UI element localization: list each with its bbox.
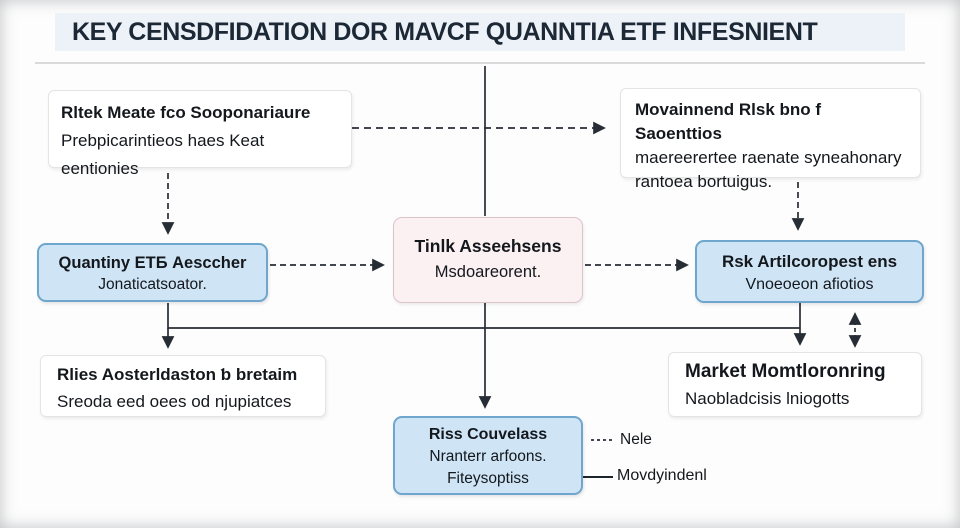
node-mid-left: Quantiny ETБ Aesccher Jonaticatsoator. [37,243,268,302]
node-subtitle: Nranterr arfoons. [429,448,547,465]
node-top-left: Rltek Meate fco Sooponariaure Prebpicari… [48,90,352,178]
node-subtitle: Naobladcisis lniogotts [685,389,850,408]
node-subtitle: maereerertee raenate syneahonary [635,148,902,167]
node-subtitle: rantoea bortuigus. [635,172,773,191]
node-bottom-right: Market Momtloronring Naobladcisis lniogo… [668,352,922,417]
node-title: Quantiny ETБ Aesccher [58,254,247,272]
legend-solid-label: Movdyindenl [617,467,707,484]
node-title: Movainnend Rlsk bno f Saoenttios [635,100,822,143]
node-subtitle: Jonaticatsoator. [98,276,207,293]
diagram-title-bar: KEY CENSDFIDATION DOR MAVCF QUANNTIA ETF… [55,13,905,51]
line-branch-rail [167,303,800,329]
legend-dashed-label: Nele [620,431,652,448]
node-top-right: Movainnend Rlsk bno f Saoenttios maereer… [620,88,921,191]
node-center: Tinlk Asseehsens Msdoareorent. [393,217,583,303]
node-title: Tinlk Asseehsens [414,236,562,256]
node-title: Riss Couvelass [428,426,548,443]
node-title: Market Momtloronring [685,361,886,382]
node-bottom-center: Riss Couvelass Nranterr arfoons. Fiteyso… [393,416,583,495]
node-subtitle: Vnoeoeon afiotios [745,276,874,293]
node-subtitle: Fiteysoptiss [447,470,529,487]
node-title: Rltek Meate fco Sooponariaure [61,103,311,122]
node-subtitle: Msdoareorent. [434,263,542,281]
node-mid-right: Rsk Artilcoropest ens Vnoeoeon afiotios [695,240,924,303]
node-title: Rlies Aosterldaston ƅ bretaim [57,365,298,384]
node-subtitle: Prebpicarintieos haes Keat eentionies [61,131,265,178]
node-bottom-left: Rlies Aosterldaston ƅ bretaim Sreoda eed… [40,355,326,417]
node-subtitle: Sreoda eed oees od njupiatces [57,392,292,411]
diagram-title: KEY CENSDFIDATION DOR MAVCF QUANNTIA ETF… [72,17,818,46]
node-title: Rsk Artilcoropest ens [721,252,898,271]
